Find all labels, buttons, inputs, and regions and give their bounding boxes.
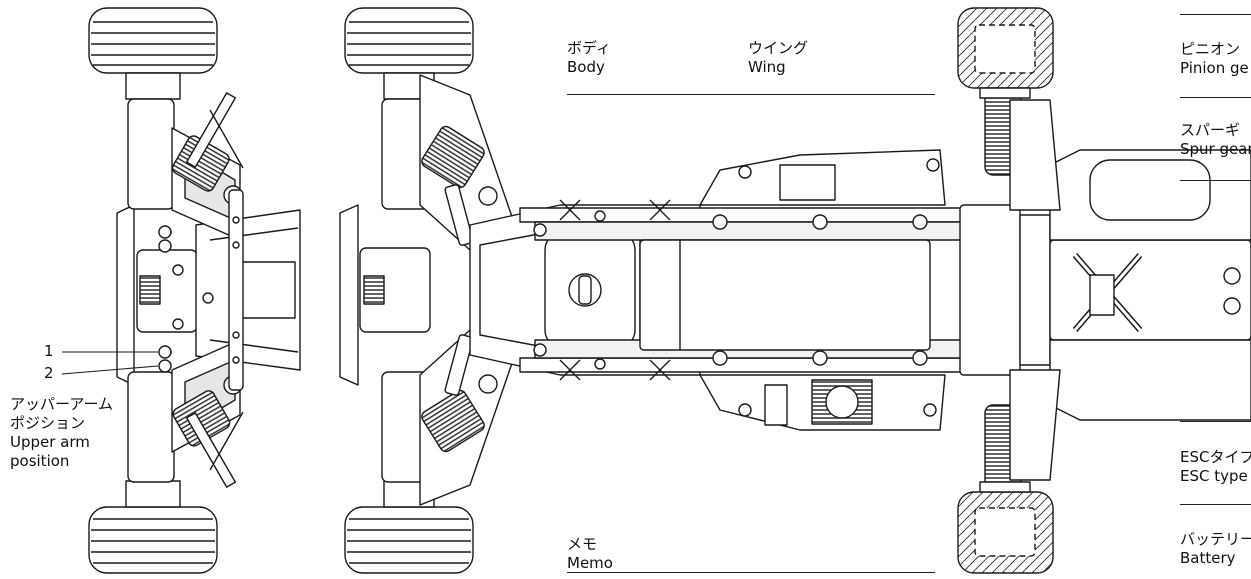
spur-label-en: Spur gear <box>1180 140 1251 158</box>
upper-arm-en-2: position <box>10 452 70 470</box>
body-label: ボディ Body <box>567 39 611 77</box>
esc-rule-top <box>1180 421 1251 422</box>
pinion-rule-top <box>1180 14 1251 15</box>
battery-label: バッテリー Battery <box>1180 530 1251 568</box>
callout-2: 2 <box>44 364 54 382</box>
spur-label: スパーギ Spur gear <box>1180 121 1251 159</box>
upper-arm-position-label: アッパーアーム ポジション Upper arm position <box>10 395 113 471</box>
body-wing-rule <box>567 94 935 95</box>
wing-label: ウイング Wing <box>748 39 808 77</box>
upper-arm-ja-2: ポジション <box>10 414 86 432</box>
wing-label-en: Wing <box>748 58 786 76</box>
callout-leaders <box>61 351 159 375</box>
body-label-ja: ボディ <box>567 39 611 57</box>
rear-bottom-tire <box>957 481 1054 574</box>
pinion-label-ja: ピニオン <box>1180 40 1241 58</box>
rear-top-tire <box>957 7 1054 99</box>
upper-arm-hole-1 <box>158 345 172 359</box>
memo-rule <box>567 572 935 573</box>
callout-1: 1 <box>44 342 54 360</box>
chassis-front-bottom-tire <box>344 480 474 574</box>
main-chassis <box>339 7 1251 574</box>
chassis-front-top-tire <box>344 7 474 100</box>
battery-pack <box>639 239 931 351</box>
esc-label-ja: ESCタイプ <box>1180 448 1251 466</box>
pinion-label: ピニオン Pinion ge <box>1180 40 1249 78</box>
spur-rule <box>1180 180 1251 181</box>
wing-label-ja: ウイング <box>748 39 809 57</box>
front-end-detail <box>88 7 301 574</box>
memo-label-en: Memo <box>567 554 613 572</box>
upper-arm-hole-2 <box>158 359 172 373</box>
battery-label-ja: バッテリー <box>1180 530 1251 548</box>
front-right-tire <box>88 480 218 574</box>
esc-label: ESCタイプ ESC type <box>1180 448 1251 486</box>
memo-label: メモ Memo <box>567 535 613 573</box>
front-left-tire <box>88 7 218 100</box>
pinion-label-en: Pinion ge <box>1180 59 1249 77</box>
battery-label-en: Battery <box>1180 549 1236 567</box>
pinion-rule <box>1180 97 1251 98</box>
chassis-front-shock-top <box>421 125 498 246</box>
chassis-front-shock-bottom <box>421 334 498 453</box>
memo-label-ja: メモ <box>567 535 598 553</box>
upper-arm-en-1: Upper arm <box>10 433 90 451</box>
upper-arm-ja-1: アッパーアーム <box>10 395 114 413</box>
body-label-en: Body <box>567 58 605 76</box>
esc-rule <box>1180 504 1251 505</box>
esc-label-en: ESC type <box>1180 467 1248 485</box>
spur-label-ja: スパーギ <box>1180 121 1241 139</box>
